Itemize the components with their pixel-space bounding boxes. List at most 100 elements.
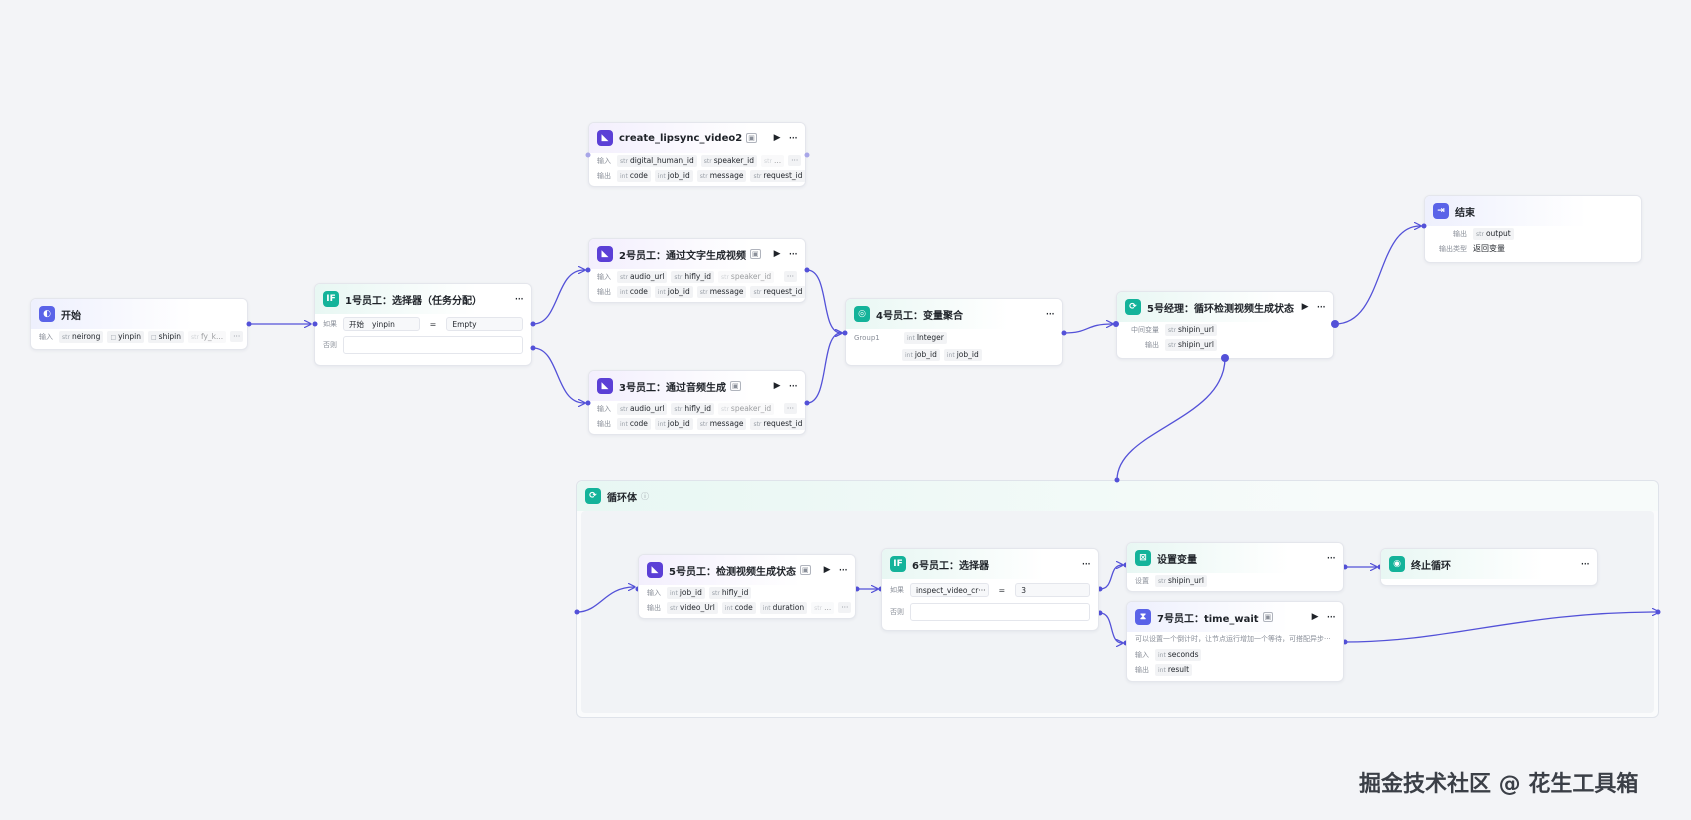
if-icon: IF [890,556,906,572]
run-icon[interactable]: ▶ [773,249,781,259]
condition-right[interactable]: 3 [1015,583,1090,597]
more-icon[interactable]: ··· [788,247,799,261]
edge-manager5-end [1334,226,1420,325]
edge-worker2-worker4 [806,269,841,333]
condition-left[interactable]: inspect_video_cr··· [910,583,989,597]
param-chip: □shipin [147,330,184,343]
more-icon[interactable]: ··· [1326,551,1337,565]
worker-7-node[interactable]: ⧗ 7号员工：time_wait ▣ ▶··· 可以设置一个倒计时，让节点运行增… [1126,601,1344,682]
more-icon[interactable]: ··· [1580,557,1591,571]
node-title: 终止循环 [1411,560,1451,572]
plugin-badge-icon: ▣ [1262,612,1274,622]
node-title: 6号员工：选择器 [912,560,989,572]
variable-icon: ⊠ [1135,550,1151,566]
else-box[interactable] [910,603,1090,621]
run-icon[interactable]: ▶ [773,133,781,143]
node-title: 1号员工：选择器（任务分配） [345,295,482,307]
loop-icon: ⟳ [585,488,601,504]
run-icon[interactable]: ▶ [1311,612,1319,622]
input-label: 输入 [647,588,661,597]
else-label: 否则 [890,608,904,616]
condition-operator[interactable]: = [429,319,437,329]
stop-icon: ◉ [1389,556,1405,572]
watermark-text: 掘金技术社区 @ 花生工具箱 [1359,772,1639,797]
more-params-chip[interactable]: ··· [838,602,852,613]
edge-worker4-manager5 [1063,324,1112,334]
more-icon[interactable]: ··· [838,563,849,577]
condition-right[interactable]: Empty [446,317,523,331]
type-value[interactable]: 返回变量 [1473,244,1505,253]
run-icon[interactable]: ▶ [823,565,831,575]
stop-loop-node[interactable]: ◉ 终止循环 ··· [1380,548,1598,586]
more-icon[interactable]: ··· [788,131,799,145]
plugin-badge-icon: ▣ [729,381,741,391]
info-icon[interactable]: ⓘ [641,491,649,501]
more-icon[interactable]: ··· [514,292,525,306]
run-icon[interactable]: ▶ [1301,302,1309,312]
more-icon[interactable]: ··· [1045,307,1056,321]
if-label: 如果 [890,586,904,594]
more-params-chip[interactable]: ··· [783,403,797,414]
mid-var-label: 中间变量 [1131,325,1159,334]
node-title: create_lipsync_video2 [619,132,743,144]
output-label: 输出 [597,287,611,296]
more-params-chip[interactable]: ··· [788,155,802,166]
end-icon: ⇥ [1433,203,1449,219]
more-icon[interactable]: ··· [1081,557,1092,571]
node-title: 5号经理：循环检测视频生成状态 [1147,303,1294,315]
set-label: 设置 [1135,576,1149,585]
run-icon[interactable]: ▶ [773,381,781,391]
else-label: 否则 [323,341,337,349]
more-icon[interactable]: ··· [788,379,799,393]
edge-selector1-worker2 [532,270,584,325]
node-title: 开始 [61,310,81,322]
else-box[interactable] [343,336,523,354]
condition-operator[interactable]: = [998,585,1006,595]
selector-node-6[interactable]: IF 6号员工：选择器 ··· 如果 inspect_video_cr··· =… [881,548,1099,631]
input-label: 输入 [597,272,611,281]
more-icon[interactable]: ··· [1326,610,1337,624]
more-icon[interactable]: ··· [1316,300,1327,314]
input-label: 输入 [39,332,53,341]
more-params-chip[interactable]: ··· [783,271,797,282]
node-title: 结束 [1455,207,1475,219]
output-label: 输出 [597,419,611,428]
more-params-chip[interactable]: ··· [230,331,244,342]
